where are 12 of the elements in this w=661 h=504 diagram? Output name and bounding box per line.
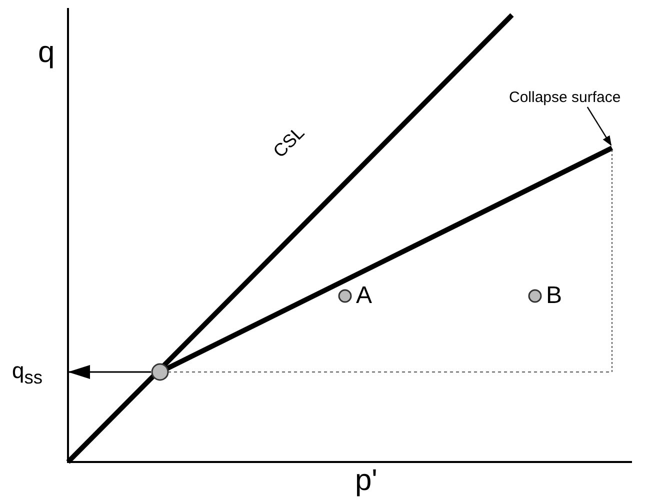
callout-text: Collapse surface bbox=[509, 90, 621, 105]
point-label: B bbox=[546, 284, 562, 308]
point-label: A bbox=[356, 284, 372, 308]
arrow bbox=[68, 365, 151, 379]
axis-title: p' bbox=[355, 466, 378, 496]
line-label: CSL bbox=[270, 123, 308, 161]
point-marker bbox=[151, 363, 169, 381]
point-marker bbox=[528, 289, 542, 303]
point-marker bbox=[338, 289, 352, 303]
axis-value-label: q$_{ss}$ bbox=[12, 360, 43, 387]
leader-line bbox=[586, 106, 612, 146]
axis-title: q bbox=[38, 38, 55, 68]
